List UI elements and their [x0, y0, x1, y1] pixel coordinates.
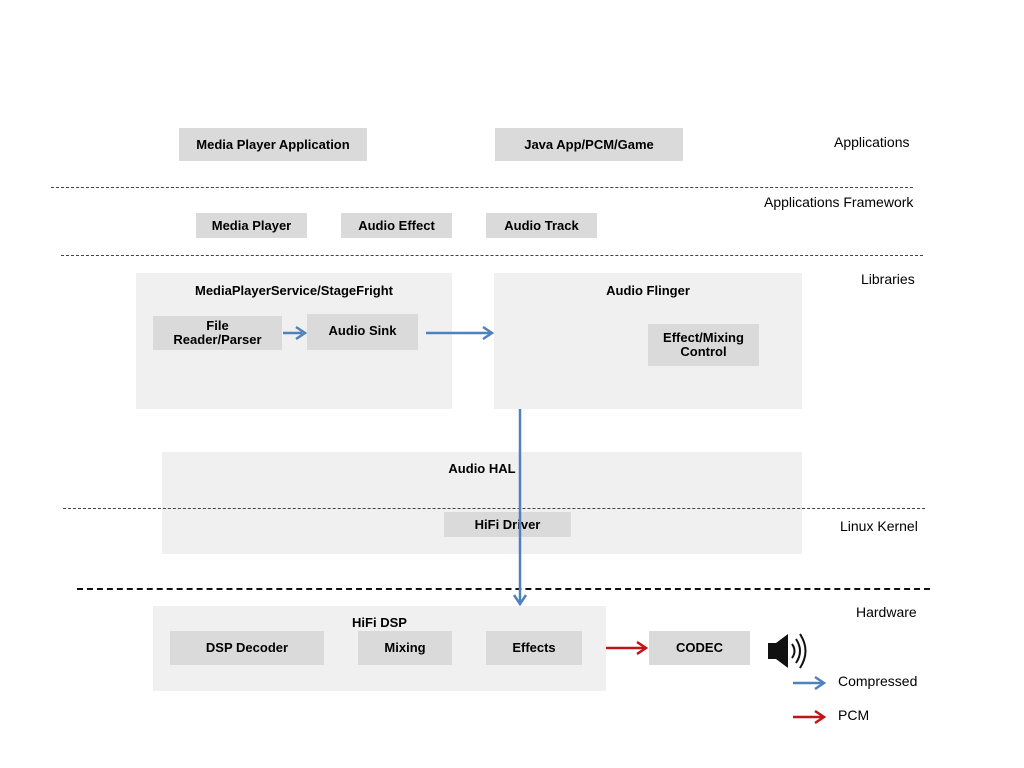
mixing-box: Mixing	[358, 631, 452, 665]
java-app-box: Java App/PCM/Game	[495, 128, 683, 161]
legend-pcm-label: PCM	[838, 707, 870, 723]
hifi-driver-label: HiFi Driver	[474, 516, 541, 532]
file-reader-line1: File	[206, 318, 229, 333]
audio-sink-box: Audio Sink	[307, 314, 418, 350]
audio-track-label: Audio Track	[504, 217, 579, 233]
effects-label: Effects	[512, 640, 556, 655]
audio-effect-label: Audio Effect	[358, 217, 435, 233]
effect-mixing-line1: Effect/Mixing	[663, 330, 744, 345]
separator-linux-kernel	[63, 508, 925, 509]
layer-label-applications: Applications	[834, 134, 910, 150]
dsp-decoder-box: DSP Decoder	[170, 631, 324, 665]
hifi-driver-box: HiFi Driver	[444, 512, 571, 537]
layer-label-hardware: Hardware	[856, 604, 917, 620]
effect-mixing-control-box: Effect/Mixing Control	[648, 324, 759, 366]
hifi-dsp-title: HiFi DSP	[352, 615, 407, 630]
mediaplayerservice-title: MediaPlayerService/StageFright	[195, 283, 393, 298]
file-reader-line2: Reader/Parser	[173, 332, 262, 347]
legend-pcm-arrow	[793, 709, 827, 725]
separator-framework	[61, 255, 923, 256]
effect-mixing-line2: Control	[680, 344, 727, 359]
java-app-label: Java App/PCM/Game	[524, 136, 654, 152]
legend-compressed-label: Compressed	[838, 673, 918, 689]
legend-compressed-arrow	[793, 675, 827, 691]
audio-hal-title: Audio HAL	[448, 461, 516, 476]
audio-effect-box: Audio Effect	[341, 213, 452, 238]
arrow-effects-to-codec	[606, 640, 649, 656]
separator-applications	[51, 187, 913, 188]
media-player-box: Media Player	[196, 213, 307, 238]
arrow-audio-sink-to-audio-flinger	[426, 325, 495, 341]
audio-flinger-title: Audio Flinger	[606, 283, 690, 298]
codec-label: CODEC	[676, 640, 723, 655]
layer-label-libraries: Libraries	[861, 271, 915, 287]
arrow-file-reader-to-audio-sink	[283, 325, 308, 341]
audio-hal-container	[162, 452, 802, 554]
arrow-audio-flinger-to-hifi-dsp	[512, 409, 528, 607]
layer-label-applications-framework: Applications Framework	[764, 194, 914, 210]
audio-sink-label: Audio Sink	[328, 323, 397, 338]
speaker-icon	[768, 633, 807, 669]
media-player-application-box: Media Player Application	[179, 128, 367, 161]
audio-track-box: Audio Track	[486, 213, 597, 238]
effects-box: Effects	[486, 631, 582, 665]
separator-hardware	[77, 588, 930, 590]
dsp-decoder-label: DSP Decoder	[205, 640, 289, 655]
mixing-label: Mixing	[384, 640, 426, 655]
layer-label-linux-kernel: Linux Kernel	[840, 518, 918, 534]
file-reader-parser-box: File Reader/Parser	[153, 316, 282, 350]
media-player-label: Media Player	[211, 217, 292, 233]
codec-box: CODEC	[649, 631, 750, 665]
media-player-application-label: Media Player Application	[196, 136, 350, 152]
